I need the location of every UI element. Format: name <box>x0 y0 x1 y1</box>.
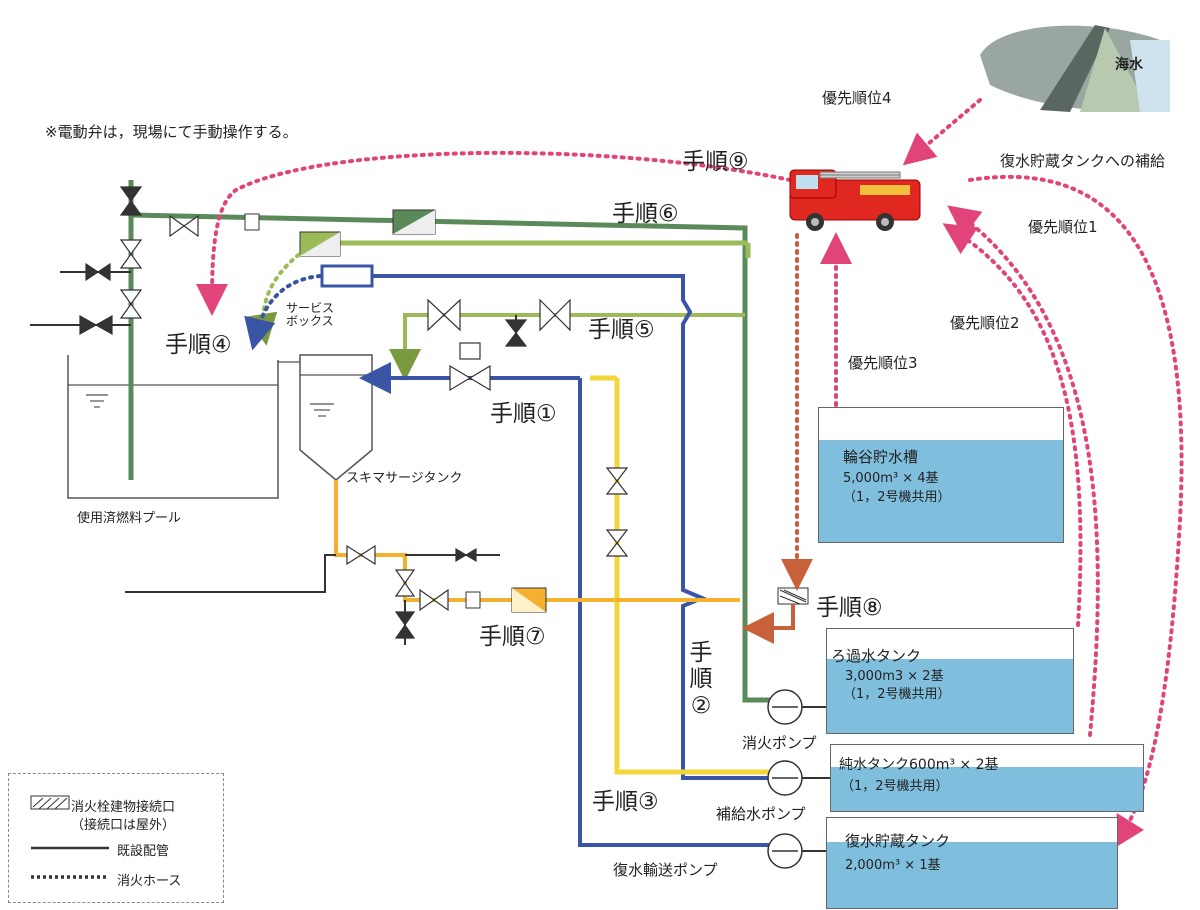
step-3-label: 手順③ <box>592 789 659 815</box>
condensate-transfer-pump-label: 復水輸送ポンプ <box>613 861 718 879</box>
priority-3-label: 優先順位3 <box>848 354 918 372</box>
step-6-label: 手順⑥ <box>612 201 679 227</box>
step-8-label: 手順⑧ <box>816 595 883 621</box>
filtered-water-tank: ろ過水タンク 3,000m3 × 2基 （1，2号機共用） <box>826 628 1074 734</box>
note-text: ※電動弁は，現場にて手動操作する。 <box>45 123 298 141</box>
green-pipe-step5 <box>389 313 745 381</box>
condensate-supply-label: 復水貯蔵タンクへの補給 <box>1000 152 1166 170</box>
step-7-label: 手順⑦ <box>479 624 546 650</box>
pumps <box>767 689 803 869</box>
condensate-tank-name: 復水貯蔵タンク <box>845 832 951 850</box>
seawater-label: 海水 <box>1115 57 1143 73</box>
skimmer-tank-label: スキマサージタンク <box>346 471 463 486</box>
fire-truck-icon <box>789 169 921 231</box>
service-box-label: サービス ボックス <box>286 301 335 329</box>
seawater-image <box>980 25 1170 112</box>
green-pipe-step6 <box>128 180 770 703</box>
condensate-tank-spec: 2,000m³ × 1基 <box>845 858 941 873</box>
legend-symbols <box>30 795 109 879</box>
pure-water-name: 純水タンク600m³ × 2基 <box>839 757 999 773</box>
step-5-label: 手順⑤ <box>588 317 655 343</box>
step-2-char-2: 順 <box>689 666 713 693</box>
filtered-water-spec: 3,000m3 × 2基 <box>845 669 944 684</box>
yellow-pipe <box>590 375 770 775</box>
step-9-label: 手順⑨ <box>682 149 749 175</box>
spent-fuel-pool-label: 使用済燃料プール <box>77 511 182 526</box>
ring-valley-name: 輪谷貯水槽 <box>843 448 919 466</box>
valves <box>79 186 629 639</box>
filtered-water-share: （1，2号機共用） <box>843 687 951 702</box>
ring-valley-share: （1，2号機共用） <box>843 490 951 505</box>
legend-connection-note: （接続口は屋外） <box>71 818 176 833</box>
blue-pipe <box>320 274 770 847</box>
legend: 消火栓建物接続口 （接続口は屋外） 既設配管 消火ホース <box>8 773 224 903</box>
ring-valley-spec: 5,000m³ × 4基 <box>843 471 939 486</box>
step-2-label: 手 順 ② <box>688 640 714 719</box>
priority-1-label: 優先順位1 <box>1028 218 1098 236</box>
fire-hoses <box>196 98 1184 849</box>
skimmer-surge-tank <box>278 354 373 481</box>
legend-hose: 消火ホース <box>117 874 182 889</box>
step-1-label: 手順① <box>490 401 557 427</box>
step-2-char-1: 手 <box>689 640 713 666</box>
filtered-water-fill <box>827 659 1073 733</box>
ring-valley-tank: 輪谷貯水槽 5,000m³ × 4基 （1，2号機共用） <box>818 407 1064 543</box>
pure-water-fill <box>831 767 1143 811</box>
condensate-water-fill <box>827 842 1117 908</box>
pure-water-tank: 純水タンク600m³ × 2基 （1，2号機共用） <box>830 744 1144 812</box>
spent-fuel-pool <box>67 355 279 499</box>
priority-2-label: 優先順位2 <box>950 314 1020 332</box>
legend-connection: 消火栓建物接続口 <box>71 800 176 815</box>
orange-pipe <box>334 480 740 602</box>
condensate-storage-tank: 復水貯蔵タンク 2,000m³ × 1基 <box>826 817 1118 909</box>
legend-existing: 既設配管 <box>117 844 170 859</box>
pure-water-share: （1，2号機共用） <box>841 779 949 794</box>
priority-4-label: 優先順位4 <box>822 89 892 107</box>
check-valves <box>244 209 547 613</box>
fire-pump-label: 消火ポンプ <box>742 734 817 752</box>
step-2-char-3: ② <box>690 692 712 719</box>
makeup-pump-label: 補給水ポンプ <box>716 805 806 823</box>
filtered-water-name: ろ過水タンク <box>831 647 922 665</box>
step-4-label: 手順④ <box>165 332 232 358</box>
ring-valley-water <box>819 440 1063 542</box>
hydrant-connection <box>742 587 809 644</box>
